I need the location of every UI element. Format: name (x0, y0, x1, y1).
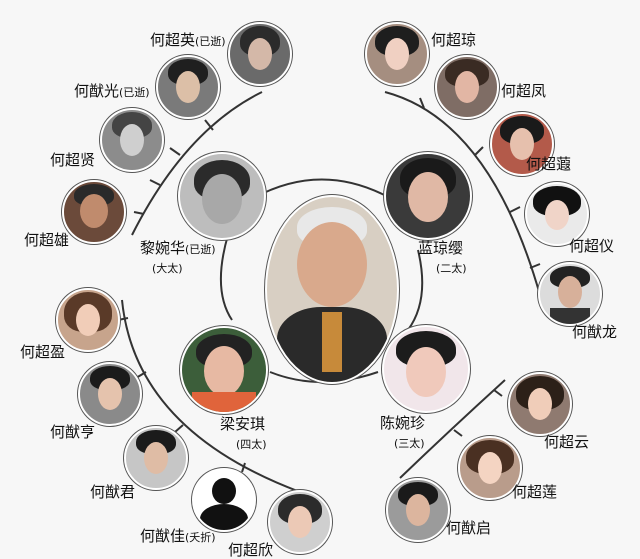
portrait-icon (386, 478, 450, 542)
child-name: 何超琼 (431, 31, 477, 49)
child-name: 何超云 (544, 433, 590, 451)
portrait-icon (268, 490, 332, 554)
portrait-icon (365, 22, 429, 86)
child-note: (夭折) (185, 531, 216, 544)
child-name: 何超盈 (20, 343, 66, 361)
portrait-icon (62, 180, 126, 244)
wife-name: 陈婉珍 (380, 414, 426, 432)
child-name: 何超贤 (50, 151, 96, 169)
portrait-icon (538, 262, 602, 326)
child-name: 何超凤 (501, 82, 547, 100)
wife-rank: (三太) (394, 437, 425, 450)
wife-rank: (二太) (436, 262, 467, 275)
portrait-icon (382, 325, 470, 413)
portrait-icon (78, 362, 142, 426)
wife-rank: (大太) (152, 262, 183, 275)
child-note: (已逝) (119, 86, 150, 99)
portrait-icon (525, 182, 589, 246)
portrait-icon (180, 326, 268, 414)
child-name: 何超英 (150, 31, 196, 49)
portrait-icon (508, 372, 572, 436)
child-name: 何超莲 (512, 483, 558, 501)
child-name: 何超欣 (228, 541, 274, 559)
portrait-icon (435, 55, 499, 119)
child-name: 何超蕸 (526, 155, 572, 173)
child-name: 何超仪 (569, 237, 615, 255)
wife-rank: (四太) (236, 438, 267, 451)
portrait-icon (124, 426, 188, 490)
portrait-icon (56, 288, 120, 352)
child-name: 何超雄 (24, 231, 70, 249)
child-name: 何猷亨 (50, 423, 96, 441)
child-name: 何猷龙 (572, 323, 618, 341)
inner-ring-arc-top (249, 178, 391, 201)
wife-name: 梁安琪 (220, 415, 266, 433)
wife-note: (已逝) (185, 243, 216, 256)
silhouette-icon (192, 468, 256, 532)
child-note: (已逝) (195, 35, 226, 48)
branch-wife2 (384, 91, 541, 296)
child-name: 何猷佳 (140, 527, 186, 545)
branch-wife3 (399, 379, 506, 479)
wife-name: 蓝琼缨 (418, 239, 464, 257)
wife-name: 黎婉华 (140, 239, 186, 257)
branch-wife4 (121, 299, 301, 493)
portrait-icon (178, 152, 266, 240)
portrait-icon (228, 22, 292, 86)
portrait-icon (100, 108, 164, 172)
portrait-icon (384, 152, 472, 240)
inner-ring-arc-right (407, 249, 424, 331)
portrait-icon (156, 55, 220, 119)
patriarch-portrait-icon (265, 195, 399, 384)
branch-wife1 (131, 91, 263, 236)
child-name: 何猷君 (90, 483, 136, 501)
child-name: 何猷光 (74, 82, 120, 100)
inner-ring-arc-left (219, 234, 233, 321)
child-name: 何猷启 (446, 519, 492, 537)
portrait-icon (458, 436, 522, 500)
portrait-icon (490, 112, 554, 176)
